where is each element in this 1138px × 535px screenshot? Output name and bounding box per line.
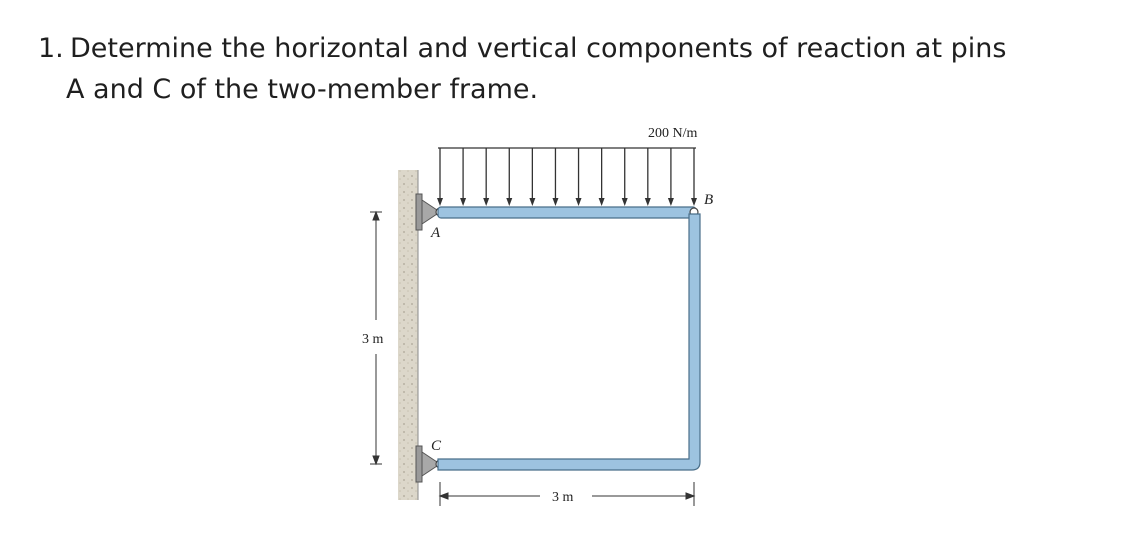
label-b: B — [704, 192, 713, 208]
member-ab — [437, 206, 697, 219]
load-arrow-head — [598, 198, 605, 206]
dim-vertical-label: 3 m — [362, 332, 384, 347]
load-arrow-head — [575, 198, 582, 206]
frame-diagram: 200 N/m A B C 3 m 3 m — [362, 126, 713, 506]
dim-horizontal — [438, 482, 696, 506]
load-arrow-head — [691, 198, 697, 206]
frame-figure: 200 N/m A B C 3 m 3 m — [330, 110, 750, 530]
load-arrow-head — [667, 198, 674, 206]
wall — [398, 170, 418, 500]
member-bc — [437, 213, 701, 471]
load-arrow-head — [644, 198, 651, 206]
load-arrows — [437, 148, 697, 206]
load-arrow-head — [621, 198, 628, 206]
dim-vertical — [370, 210, 382, 466]
dim-horizontal-label: 3 m — [552, 490, 574, 505]
load-arrow-head — [506, 198, 513, 206]
load-label: 200 N/m — [648, 126, 698, 141]
load-arrow-head — [460, 198, 467, 206]
load-arrow-head — [529, 198, 536, 206]
label-c: C — [431, 438, 442, 454]
load-arrow-head — [437, 198, 443, 206]
load-arrow-head — [552, 198, 559, 206]
problem-text-line1: Determine the horizontal and vertical co… — [70, 33, 1007, 64]
load-arrow-head — [483, 198, 490, 206]
problem-number: 1. — [38, 33, 64, 64]
label-a: A — [430, 225, 441, 241]
problem-text-line2: A and C of the two-member frame. — [66, 74, 539, 105]
